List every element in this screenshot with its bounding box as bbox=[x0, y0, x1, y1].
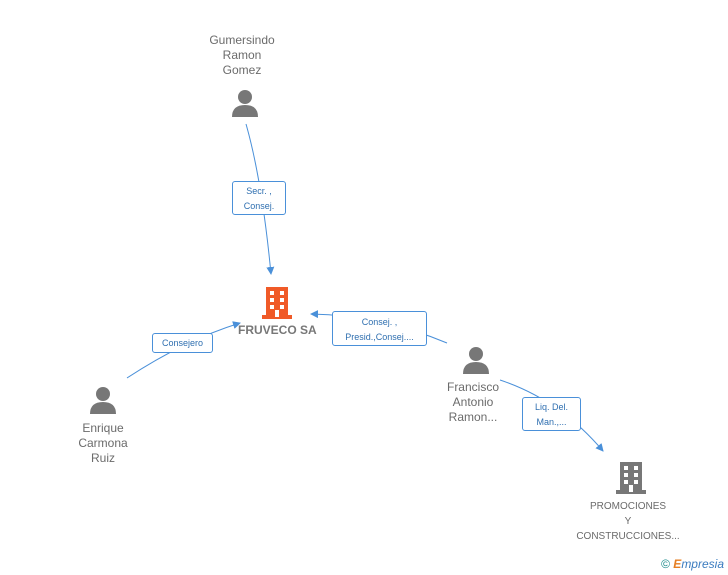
empresia-watermark: © Empresia bbox=[661, 557, 724, 571]
person-icon[interactable] bbox=[88, 385, 118, 415]
building-icon-promociones[interactable] bbox=[616, 460, 646, 494]
company-label-promociones[interactable]: PROMOCIONES Y CONSTRUCCIONES... bbox=[576, 501, 680, 542]
copyright-icon: © bbox=[661, 557, 670, 571]
person-label-enrique[interactable]: Enrique Carmona Ruiz bbox=[78, 421, 128, 465]
edge-label-consej-presid[interactable]: Consej. , Presid.,Consej.... bbox=[332, 311, 427, 346]
brand-logo-text: mpresia bbox=[681, 557, 724, 571]
person-icon[interactable] bbox=[230, 88, 260, 118]
person-label-gumersindo[interactable]: Gumersindo Ramon Gomez bbox=[209, 33, 275, 77]
edge-label-secr-consej[interactable]: Secr. , Consej. bbox=[232, 181, 286, 215]
building-icon-main[interactable] bbox=[262, 285, 292, 319]
brand-logo-e: E bbox=[673, 557, 682, 571]
person-icon[interactable] bbox=[461, 345, 491, 375]
person-label-francisco[interactable]: Francisco Antonio Ramon... bbox=[446, 380, 499, 424]
edge-label-consejero[interactable]: Consejero bbox=[152, 333, 213, 353]
company-label-main[interactable]: FRUVECO SA bbox=[238, 323, 317, 337]
edge-label-liq-del-man[interactable]: Liq. Del. Man.,... bbox=[522, 397, 581, 431]
